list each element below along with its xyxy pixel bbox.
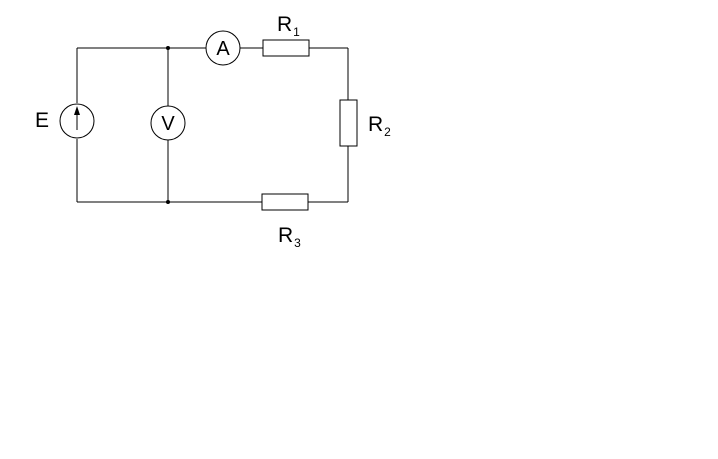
r2-label-sub: 2 [384, 125, 391, 139]
arrow-up-icon [74, 106, 80, 115]
r2-label-main: R [368, 113, 384, 136]
wires [76, 47, 349, 203]
r2-label: R2 [368, 114, 391, 138]
r3-label-main: R [278, 224, 294, 247]
r3-label-sub: 3 [294, 236, 301, 250]
voltmeter-label: V [161, 113, 175, 135]
resistor-r3 [261, 193, 309, 211]
ammeter-label: A [216, 38, 230, 60]
r3-label: R3 [278, 225, 301, 249]
junction-top [166, 46, 170, 50]
r1-label-sub: 1 [293, 25, 300, 39]
emf-source [59, 103, 95, 147]
ammeter: A [205, 30, 241, 66]
r1-label-main: R [277, 13, 293, 36]
resistor-r2 [339, 99, 358, 147]
source-label-text: E [35, 109, 50, 132]
r1-label: R1 [277, 14, 300, 38]
junction-bottom [166, 200, 170, 204]
voltmeter: V [150, 105, 186, 141]
resistor-r1 [262, 39, 310, 57]
source-label: E [35, 110, 49, 131]
